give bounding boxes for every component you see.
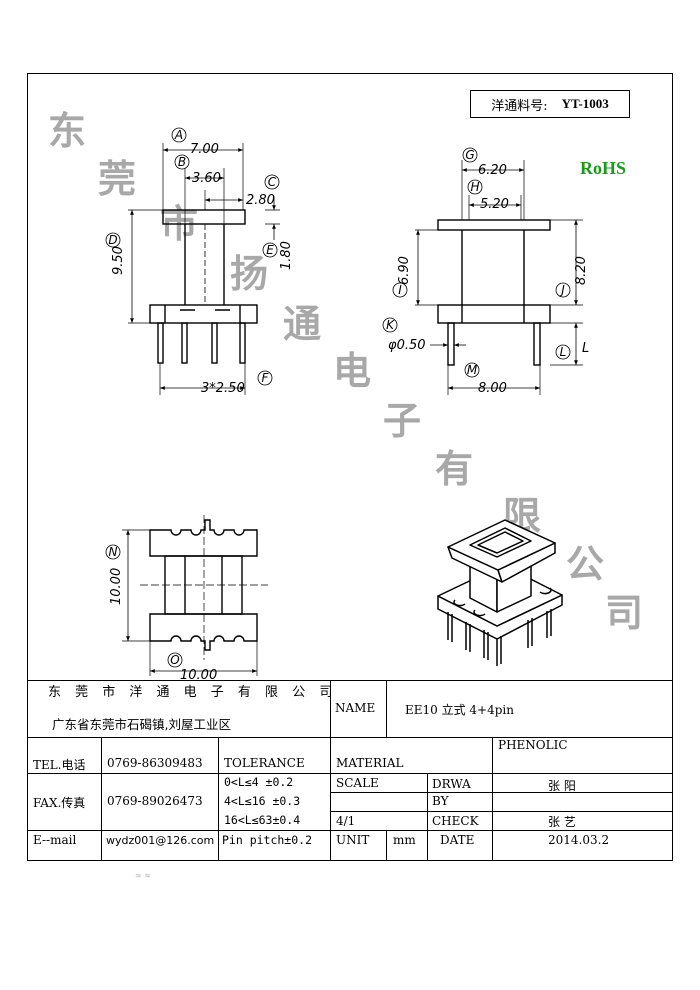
callout-l: L (560, 345, 567, 359)
tolerance-label: TOLERANCE (224, 756, 305, 770)
callout-j: J (559, 283, 565, 297)
watermark-char: 司 (605, 591, 644, 635)
part-number-value: YT-1003 (561, 96, 609, 111)
base (149, 304, 258, 324)
front-pins (157, 322, 246, 364)
watermark-char: 电 (333, 349, 372, 393)
tel-label: TEL.电话 (33, 758, 86, 772)
top-view-upper-row (149, 519, 258, 557)
side-dimension-labels: 6.20 5.20 6.90 8.20 φ0.50 L 8.00 (388, 163, 589, 396)
side-base (437, 304, 551, 324)
watermark-char: 公 (566, 542, 605, 586)
faint-stamp: ≈ ≈ (135, 871, 151, 880)
watermark-char: 东 (48, 109, 87, 153)
tolerance-row-3: 16<L≤63±0.4 (224, 813, 301, 827)
top-view (122, 515, 268, 676)
drawn-value: 张 阳 (548, 779, 576, 793)
dim-i-value: 6.90 (397, 256, 412, 285)
dim-e-value: 1.80 (279, 241, 294, 270)
tolerance-row-1: 0<L≤4 ±0.2 (224, 775, 294, 789)
callout-a: A (174, 128, 183, 142)
check-value: 张 艺 (548, 815, 576, 829)
callout-f: F (262, 371, 270, 385)
company-address: 广东省东莞市石碣镇,刘屋工业区 (52, 717, 231, 732)
material-label: MATERIAL (336, 756, 404, 770)
callout-e: E (266, 243, 274, 257)
date-value: 2014.03.2 (548, 833, 610, 847)
callout-g: G (465, 148, 474, 162)
unit-label: UNIT (336, 833, 370, 847)
watermark-char: 有 (435, 447, 474, 491)
part-number-box: 洋通料号: YT-1003 (470, 90, 630, 118)
callout-letter-text: A B C D E F G H I J K L M N O (108, 128, 566, 667)
top-flange (162, 209, 246, 225)
dim-f-value: 3*2.50 (201, 381, 245, 396)
callout-c: C (268, 175, 277, 189)
watermark-char: 扬 (230, 252, 269, 296)
fax-label: FAX.传真 (33, 796, 86, 810)
name-label: NAME (335, 701, 376, 715)
dim-m-value: 8.00 (478, 381, 507, 396)
dim-o-value: 10.00 (180, 668, 217, 683)
tel-value: 0769-86309483 (107, 756, 203, 770)
dim-g-value: 6.20 (478, 163, 507, 178)
side-top-flange (437, 219, 551, 231)
isometric-view (437, 519, 563, 666)
watermark-char: 子 (383, 399, 422, 443)
fax-value: 0769-89026473 (107, 794, 203, 808)
material-value: PHENOLIC (498, 738, 568, 752)
tolerance-row-2: 4<L≤16 ±0.3 (224, 794, 301, 808)
watermark-char: 莞 (98, 157, 137, 201)
company-name: 东 莞 市 洋 通 电 子 有 限 公 司 (48, 685, 338, 700)
drawn-label: DRWA BY (432, 777, 471, 808)
date-label: DATE (440, 833, 475, 847)
callout-b: B (178, 155, 186, 169)
tolerance-row-4: Pin pitch±0.2 (222, 833, 313, 847)
callout-letters (105, 127, 571, 668)
callout-i: I (398, 283, 402, 297)
callout-d: D (108, 233, 117, 247)
dim-h-value: 5.20 (480, 197, 509, 212)
top-view-lower-row (149, 613, 258, 651)
dim-c-value: 2.80 (246, 193, 275, 208)
callout-o: O (170, 653, 179, 667)
part-number-label: 洋通料号: (491, 98, 548, 114)
callout-n: N (109, 545, 118, 559)
callout-h: H (470, 180, 479, 194)
front-dimension-labels: 7.00 3.60 2.80 9.50 1.80 3*2.50 (111, 142, 294, 396)
dim-j-value: 8.20 (574, 256, 589, 285)
email-label: E--mail (33, 833, 77, 847)
dim-n-value: 10.00 (109, 568, 124, 605)
scale-label: SCALE (336, 776, 379, 790)
check-label: CHECK (432, 814, 479, 828)
drawing-sheet (27, 73, 673, 861)
dim-b-value: 3.60 (192, 171, 221, 186)
front-view (128, 143, 280, 395)
dim-a-value: 7.00 (190, 142, 219, 157)
rohs-mark: RoHS (580, 158, 627, 178)
dim-k-value: φ0.50 (388, 338, 426, 353)
scale-value: 4/1 (336, 814, 356, 828)
unit-value: mm (393, 833, 416, 847)
top-dimension-labels: 10.00 10.00 (109, 568, 217, 683)
side-view (415, 160, 583, 395)
watermark-char: 通 (283, 302, 322, 346)
callout-k: K (386, 318, 395, 332)
dim-d-value: 9.50 (111, 246, 126, 275)
email-value: wydz001@126.com (106, 834, 215, 847)
callout-m: M (467, 363, 478, 377)
dim-l-value: L (582, 341, 589, 356)
name-value: EE10 立式 4+4pin (405, 703, 514, 717)
